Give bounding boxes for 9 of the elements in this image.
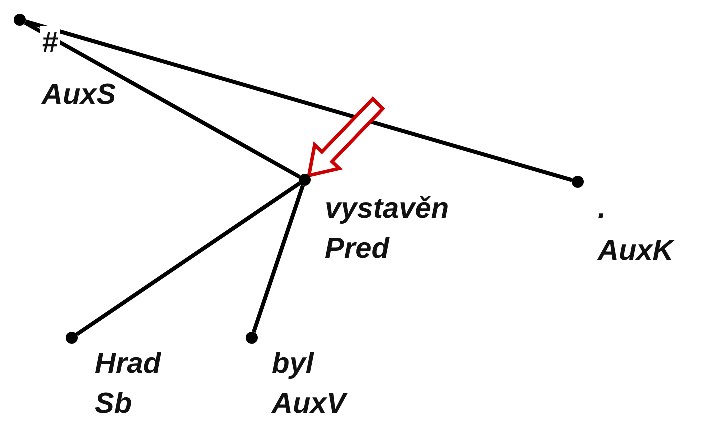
node-dot [66, 332, 78, 344]
tree-edge [252, 185, 305, 333]
node-dot [14, 14, 26, 26]
tree-edge [76, 182, 302, 336]
node-dot [246, 332, 258, 344]
tree-edge [25, 20, 573, 182]
hollow-arrow [306, 96, 386, 178]
node-dot [572, 176, 584, 188]
tree-edge [24, 21, 301, 179]
